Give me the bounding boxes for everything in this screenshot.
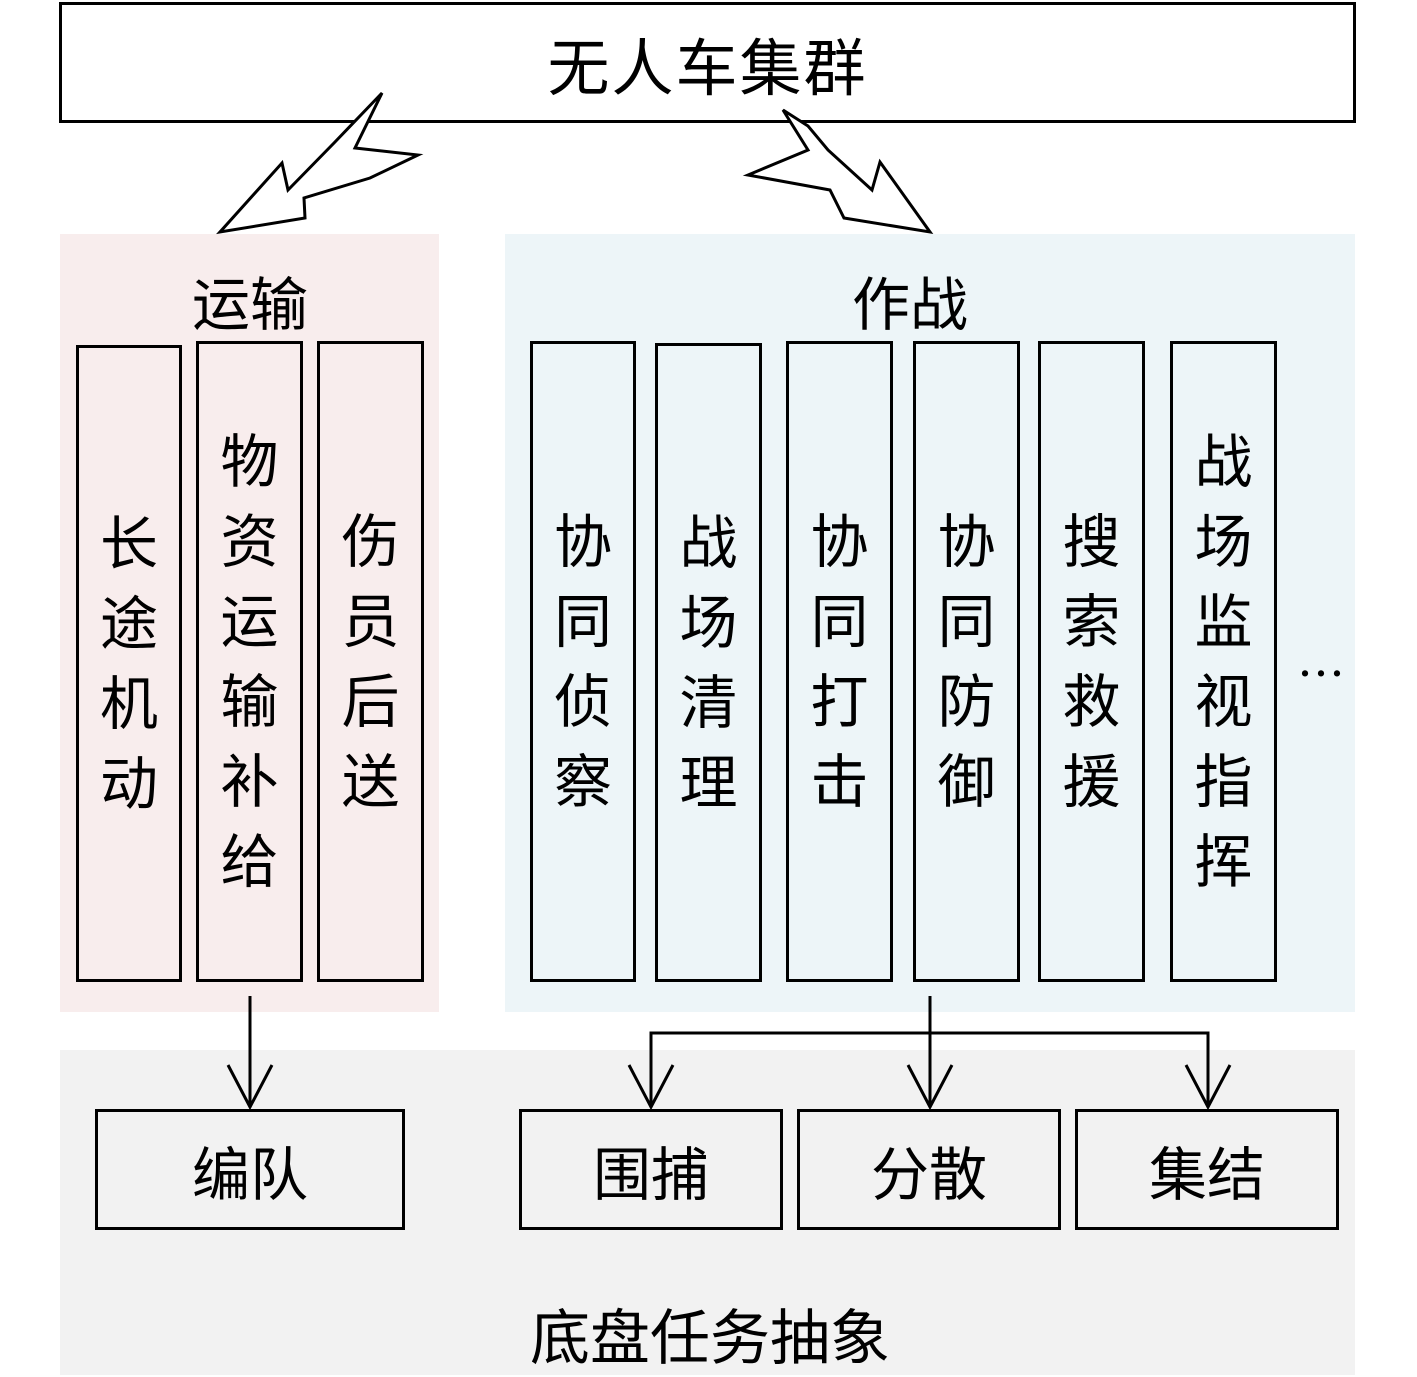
combat-item-label: 协同防御 [937,507,996,816]
lightning-arrow-right [742,108,934,235]
combat-item-label: 战场监视指挥 [1194,427,1253,896]
task-box-formation: 编队 [95,1109,405,1230]
arrow-head-formation [226,1064,274,1111]
combat-region [505,234,1355,1012]
chassis-region [60,1050,1355,1375]
combat-item-label: 协同打击 [810,507,869,816]
combat-item-strike: 协同打击 [786,341,893,982]
combat-item-label: 战场清理 [679,508,738,817]
arrow-head-gather [1184,1064,1232,1111]
combat-item-surveillance: 战场监视指挥 [1170,341,1277,982]
combat-item-label: 协同侦察 [553,507,612,816]
task-label: 围捕 [592,1140,709,1209]
transport-item-label: 物资运输补给 [220,427,279,896]
task-label: 集结 [1148,1140,1265,1209]
chassis-title: 底盘任务抽象 [530,1304,890,1374]
task-label: 编队 [191,1140,308,1209]
transport-region [60,234,439,1012]
combat-ellipsis: … [1297,632,1345,688]
transport-item-long-distance: 长途机动 [76,345,182,982]
task-box-disperse: 分散 [797,1109,1061,1230]
arrow-head-encircle [627,1064,675,1111]
combat-item-rescue: 搜索救援 [1038,341,1145,982]
transport-title: 运输 [191,271,308,339]
combat-title: 作战 [851,271,968,339]
arrow-head-disperse [906,1064,954,1111]
lightning-arrow-left [216,91,424,235]
task-box-gather: 集结 [1075,1109,1339,1230]
cluster-box: 无人车集群 [59,2,1356,123]
task-label: 分散 [870,1140,987,1209]
task-box-encircle: 围捕 [519,1109,783,1230]
combat-item-defense: 协同防御 [913,341,1020,982]
transport-item-label: 伤员后送 [341,507,400,816]
combat-item-label: 搜索救援 [1062,507,1121,816]
branch-line [649,1031,1210,1107]
transport-item-label: 长途机动 [99,509,158,818]
transport-item-casualty: 伤员后送 [317,341,424,982]
cluster-title: 无人车集群 [547,31,868,105]
transport-item-supply: 物资运输补给 [196,341,303,982]
combat-item-cleanup: 战场清理 [655,343,762,982]
combat-item-recon: 协同侦察 [530,341,636,982]
